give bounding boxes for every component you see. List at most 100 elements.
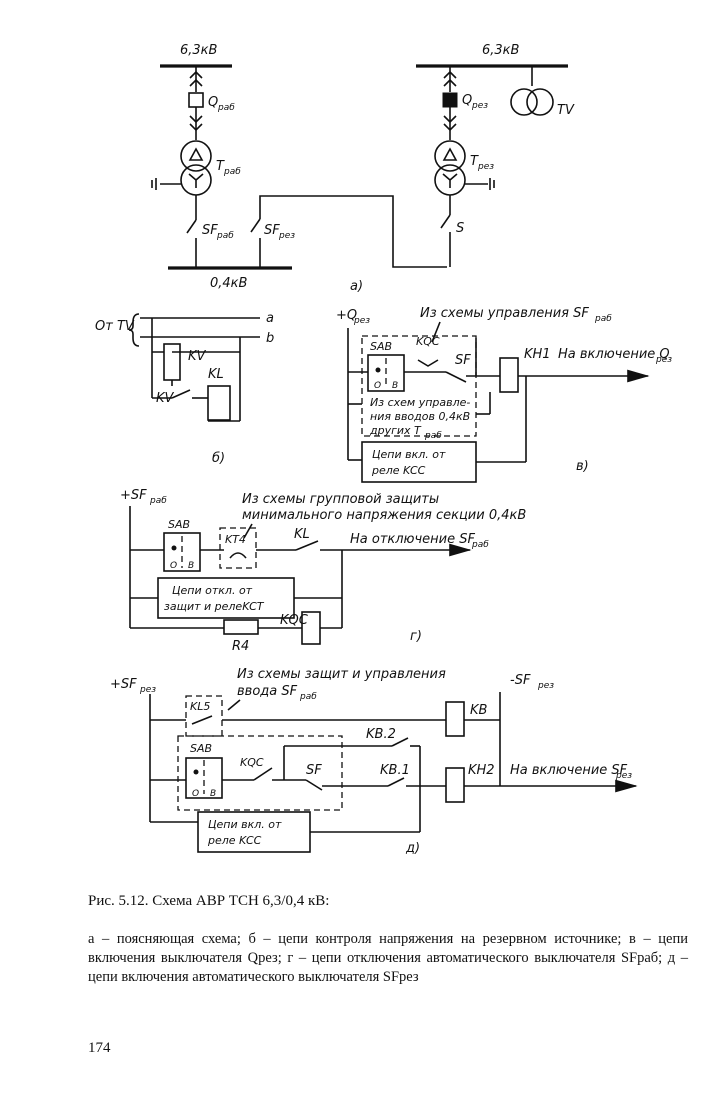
supply-q-reserve-label: +Q xyxy=(336,308,357,323)
trip-box-line2: защит и релеKCT xyxy=(164,600,265,613)
kl-relay-label: KL xyxy=(208,367,224,382)
svg-text:рез: рез xyxy=(139,685,156,695)
wire-b-label: b xyxy=(266,331,274,346)
t-work-label: T xyxy=(216,159,225,174)
tv-winding-1 xyxy=(510,88,538,116)
sab-kqc-dashed-box xyxy=(177,735,343,811)
wire-a-label: a xyxy=(266,311,274,326)
sf-contact-label: SF xyxy=(306,763,322,778)
note-protection-line2: ввода SF xyxy=(237,684,298,699)
panel-g-label: г) xyxy=(410,629,422,644)
svg-text:О: О xyxy=(170,561,177,571)
out-sf-work-label: На отключение SF xyxy=(350,532,476,547)
kqc-label: KQC xyxy=(280,613,309,628)
box2-line2: ния вводов 0,4кВ xyxy=(370,410,470,423)
svg-text:раб: раб xyxy=(216,231,234,241)
supply-sf-reserve-label: +SF xyxy=(110,677,137,692)
t-reserve-label: T xyxy=(470,154,479,169)
sf-contact-label: SF xyxy=(455,353,471,368)
note-group-protection-line1: Из схемы групповой защиты xyxy=(242,492,439,507)
note-protection-line1: Из схемы защит и управления xyxy=(237,667,446,682)
bus-low-voltage-label: 0,4кВ xyxy=(210,276,248,291)
svg-text:раб: раб xyxy=(471,540,489,550)
out-sf-reserve-label: На включение SF xyxy=(510,763,628,778)
sab-label: SAB xyxy=(190,742,212,755)
kv-relay-coil xyxy=(163,343,181,381)
control-scheme-dashed-box xyxy=(361,335,477,437)
figure-caption-title: Рис. 5.12. Схема АВР ТСН 6,3/0,4 кВ: xyxy=(88,893,330,909)
box3-line1: Цепи вкл. от xyxy=(372,448,446,461)
panel-d-label: д) xyxy=(405,841,420,856)
kt4-dashed-box xyxy=(219,527,257,569)
supply-sf-work-label: +SF xyxy=(120,488,147,503)
q-work-label: Q xyxy=(208,95,218,110)
svg-text:В: В xyxy=(210,789,216,799)
svg-text:раб: раб xyxy=(424,431,442,441)
kcc-close-circuits-box xyxy=(197,811,311,853)
s-switch-label: S xyxy=(456,221,464,236)
minus-sf-reserve-label: -SF xyxy=(510,673,531,688)
svg-text:рез: рез xyxy=(477,162,494,172)
kh1-label: KH1 xyxy=(524,347,551,362)
kb-relay-coil xyxy=(445,701,465,737)
r4-resistor xyxy=(223,619,259,635)
kqc-label: KQC xyxy=(416,335,440,348)
bus-right-voltage-label: 6,3кВ xyxy=(482,43,520,58)
kb2-contact-label: KB.2 xyxy=(366,727,396,742)
kl-relay-coil xyxy=(207,385,231,421)
svg-text:рез: рез xyxy=(537,681,554,691)
kv-contact-label: KV xyxy=(156,391,175,406)
kl5-label: KL5 xyxy=(190,700,210,713)
box2-line1: Из схем управле- xyxy=(370,396,470,409)
panel-b-label: б) xyxy=(212,451,225,466)
kcc-box-line1: Цепи вкл. от xyxy=(208,818,282,831)
svg-text:рез: рез xyxy=(353,316,370,326)
tv-label: TV xyxy=(557,103,575,118)
note-group-protection-line2: минимального напряжения секции 0,4кВ xyxy=(242,508,526,523)
out-q-reserve-label: На включение Q xyxy=(558,347,670,362)
kt4-label: KT4 xyxy=(225,533,246,546)
svg-text:раб: раб xyxy=(299,692,317,702)
q-reserve-breaker xyxy=(442,92,458,108)
t-reserve-winding-hv xyxy=(434,140,466,172)
box2-line3: других T xyxy=(369,424,422,437)
kl-contact-label: KL xyxy=(294,527,310,542)
page-number: 174 xyxy=(88,1040,111,1056)
svg-text:В: В xyxy=(188,561,194,571)
svg-text:рез: рез xyxy=(278,231,295,241)
svg-text:рез: рез xyxy=(655,355,672,365)
kb1-contact-label: KB.1 xyxy=(380,763,410,778)
source-tv-label: От TV xyxy=(95,319,135,334)
bus-left-voltage-label: 6,3кВ xyxy=(180,43,218,58)
kb-label: KB xyxy=(470,703,488,718)
diagram-d-sf-reserve-close: +SF рез Из схемы защит и управления ввод… xyxy=(110,667,638,856)
circuit-diagram: 6,3кВ 6,3кВ Q раб T раб SF раб SF рез 0,… xyxy=(95,43,672,856)
kv-relay-label: KV xyxy=(188,349,207,364)
svg-text:раб: раб xyxy=(217,103,235,113)
q-reserve-label: Q xyxy=(462,93,472,108)
kh2-relay-coil xyxy=(445,767,465,803)
sab-label: SAB xyxy=(370,340,392,353)
svg-text:В: В xyxy=(392,381,398,391)
svg-text:рез: рез xyxy=(615,771,632,781)
panel-v-label: в) xyxy=(576,459,589,474)
panel-a-label: а) xyxy=(350,279,363,294)
trip-box-line1: Цепи откл. от xyxy=(172,584,253,597)
diagram-b-voltage-control: От TV a b KV KV KL б) xyxy=(95,311,274,466)
diagram-g-sf-work-trip: +SF раб Из схемы групповой защиты минима… xyxy=(120,488,526,654)
figure-caption-text: а – поясняющая схема; б – цепи контроля … xyxy=(88,931,688,985)
kqc-label: KQC xyxy=(240,756,264,769)
tv-winding-2 xyxy=(526,88,554,116)
svg-text:раб: раб xyxy=(149,496,167,506)
svg-text:рез: рез xyxy=(471,101,488,111)
t-work-winding-hv xyxy=(180,140,212,172)
note-from-sf-work-label: Из схемы управления SF xyxy=(420,306,589,321)
q-work-breaker xyxy=(188,92,204,108)
diagram-a-explanatory: 6,3кВ 6,3кВ Q раб T раб SF раб SF рез 0,… xyxy=(151,43,575,294)
svg-text:О: О xyxy=(192,789,199,799)
sf-work-label: SF xyxy=(202,223,218,238)
kh1-relay-coil xyxy=(499,357,519,393)
box3-line2: реле KCC xyxy=(371,464,426,477)
svg-text:О: О xyxy=(374,381,381,391)
r4-label: R4 xyxy=(232,639,249,654)
